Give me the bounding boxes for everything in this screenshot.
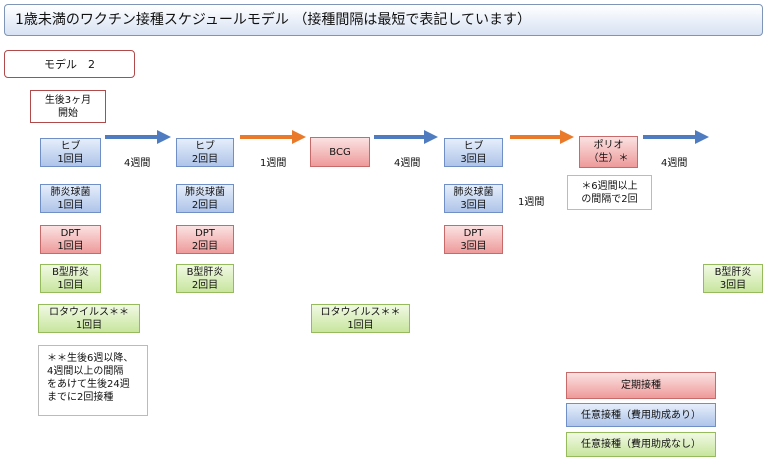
legend-item-optional-unsubsidized: 任意接種（費用助成なし） — [566, 432, 716, 457]
vaccine-box-bcg: BCG — [310, 137, 370, 167]
vaccine-box-hepb-2: B型肝炎 2回目 — [176, 264, 234, 293]
interval-label-5: 4週間 — [661, 158, 688, 169]
model-label: モデル 2 — [4, 50, 135, 78]
legend-item-routine: 定期接種 — [566, 372, 716, 399]
start-label: 生後3ヶ月 開始 — [30, 90, 106, 123]
interval-arrow-5 — [643, 130, 709, 144]
legend-item-optional-subsidized: 任意接種（費用助成あり） — [566, 403, 716, 427]
interval-arrow-4 — [510, 130, 574, 144]
interval-label-3: 4週間 — [394, 158, 421, 169]
interval-label-4: 1週間 — [518, 197, 545, 208]
page-title: 1歳未満のワクチン接種スケジュールモデル （接種間隔は最短で表記しています） — [4, 4, 763, 36]
vaccine-box-pneumococcal-1: 肺炎球菌 1回目 — [40, 184, 101, 213]
interval-label-2: 1週間 — [260, 158, 287, 169]
interval-arrow-2 — [240, 130, 306, 144]
vaccine-box-rotavirus-2: ロタウイルス＊＊ 1回目 — [311, 304, 410, 333]
vaccine-box-dpt-3: DPT 3回目 — [444, 225, 503, 254]
vaccine-box-polio: ポリオ （生）＊ — [579, 136, 638, 168]
vaccine-box-dpt-2: DPT 2回目 — [176, 225, 234, 254]
interval-arrow-1 — [105, 130, 171, 144]
vaccine-box-hepb-1: B型肝炎 1回目 — [40, 264, 101, 293]
vaccine-box-rotavirus-1: ロタウイルス＊＊ 1回目 — [38, 304, 140, 333]
rotavirus-note: ＊＊生後6週以降、 4週間以上の間隔 をあけて生後24週 までに2回接種 — [38, 345, 148, 416]
vaccine-box-hib-3: ヒブ 3回目 — [444, 138, 503, 167]
vaccine-box-pneumococcal-2: 肺炎球菌 2回目 — [176, 184, 234, 213]
vaccine-box-hib-2: ヒブ 2回目 — [176, 138, 234, 167]
interval-arrow-3 — [374, 130, 438, 144]
vaccine-box-hepb-3: B型肝炎 3回目 — [703, 264, 763, 293]
vaccine-box-pneumococcal-3: 肺炎球菌 3回目 — [444, 184, 503, 213]
interval-label-1: 4週間 — [124, 158, 151, 169]
polio-note: ＊6週間以上 の間隔で2回 — [567, 175, 652, 210]
vaccine-box-hib-1: ヒブ 1回目 — [40, 138, 101, 167]
vaccine-box-dpt-1: DPT 1回目 — [40, 225, 101, 254]
